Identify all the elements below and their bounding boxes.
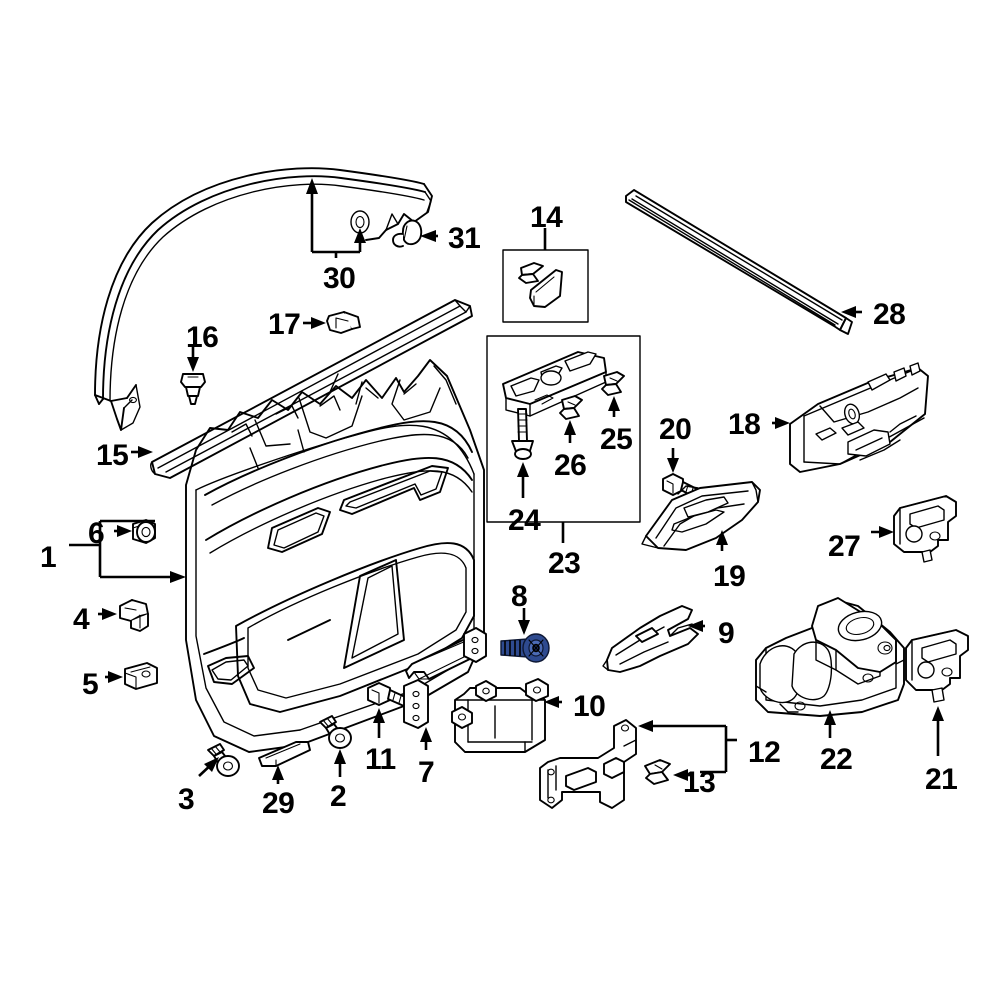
leader-11	[373, 708, 385, 738]
leader-28	[841, 306, 862, 318]
leader-2	[334, 749, 346, 777]
callout-24[interactable]: 24	[508, 504, 541, 537]
leader-19	[716, 530, 728, 551]
part-clip-17	[326, 311, 361, 334]
part-bolt-11	[367, 682, 417, 711]
callout-3[interactable]: 3	[178, 783, 195, 816]
part-retainer-clip-5	[124, 662, 158, 690]
leader-16	[187, 344, 199, 372]
part-pull-handle-trim-19	[641, 481, 761, 551]
leader-22	[824, 710, 836, 738]
part-clip-13	[644, 759, 671, 785]
callout-13[interactable]: 13	[683, 766, 716, 799]
leader-8	[518, 608, 530, 635]
leader-5	[105, 671, 123, 683]
box-14	[502, 249, 589, 323]
callout-14[interactable]: 14	[530, 201, 563, 234]
callout-28[interactable]: 28	[873, 298, 906, 331]
leader-9	[688, 620, 705, 632]
part-latch-lever-9	[602, 605, 699, 673]
part-mounting-bracket-12	[539, 719, 637, 809]
leader-30	[306, 178, 366, 258]
part-bracket-rail-7	[403, 627, 487, 729]
part-switch-module-27	[893, 495, 957, 563]
leader-21	[932, 706, 944, 756]
callout-8[interactable]: 8	[511, 580, 528, 613]
part-weatherstrip-28	[625, 189, 853, 335]
part-bushing-6	[132, 519, 156, 544]
callout-22[interactable]: 22	[820, 743, 853, 776]
callout-12[interactable]: 12	[748, 736, 781, 769]
callout-9[interactable]: 9	[718, 617, 735, 650]
callout-30[interactable]: 30	[323, 262, 356, 295]
leader-29	[272, 765, 284, 784]
leader-4	[98, 608, 117, 620]
callout-25[interactable]: 25	[600, 423, 633, 456]
callout-2[interactable]: 2	[330, 780, 347, 813]
part-armrest-bezel-18	[789, 362, 929, 473]
leader-10	[544, 696, 562, 708]
callout-27[interactable]: 27	[828, 530, 861, 563]
leader-13	[673, 769, 690, 781]
leader-7	[420, 727, 432, 750]
callout-17[interactable]: 17	[268, 308, 301, 341]
leader-12	[638, 720, 737, 774]
box-23	[486, 335, 641, 523]
leader-6	[114, 525, 132, 537]
leader-3	[198, 757, 219, 777]
callout-18[interactable]: 18	[728, 408, 761, 441]
leader-20	[667, 448, 679, 473]
leader-31	[420, 230, 438, 242]
callout-23[interactable]: 23	[548, 547, 581, 580]
part-screw-2	[319, 715, 352, 749]
callout-20[interactable]: 20	[659, 413, 692, 446]
callout-19[interactable]: 19	[713, 560, 746, 593]
callout-7[interactable]: 7	[418, 756, 435, 789]
callout-6[interactable]: 6	[88, 517, 105, 550]
part-screw-3	[207, 743, 240, 777]
part-seat-memory-switch-22	[755, 597, 905, 717]
callout-16[interactable]: 16	[186, 321, 219, 354]
callout-31[interactable]: 31	[448, 222, 481, 255]
callout-29[interactable]: 29	[262, 787, 295, 820]
leader-18	[772, 417, 790, 429]
part-push-pin-31	[392, 219, 423, 248]
callout-1[interactable]: 1	[40, 541, 57, 574]
part-door-frame-weatherstrip	[94, 167, 433, 431]
part-retainer-clip-4	[119, 599, 149, 632]
leader-17	[303, 317, 326, 329]
part-door-trim-panel-1	[185, 359, 485, 753]
callout-26[interactable]: 26	[554, 449, 587, 482]
leader-15	[131, 446, 153, 458]
callout-11[interactable]: 11	[365, 743, 396, 776]
callout-4[interactable]: 4	[73, 603, 90, 636]
part-switch-module-21	[905, 629, 969, 703]
part-speaker-housing-10	[451, 678, 549, 753]
part-push-pin-retainer-16	[180, 373, 206, 405]
callout-5[interactable]: 5	[82, 668, 99, 701]
part-trim-cap-29	[258, 741, 311, 767]
callout-15[interactable]: 15	[96, 439, 129, 472]
leader-27	[871, 526, 894, 538]
callout-10[interactable]: 10	[573, 690, 606, 723]
part-upper-trim-molding-15	[150, 299, 473, 479]
callout-21[interactable]: 21	[925, 763, 958, 796]
part-screw-8-highlighted	[500, 633, 550, 663]
